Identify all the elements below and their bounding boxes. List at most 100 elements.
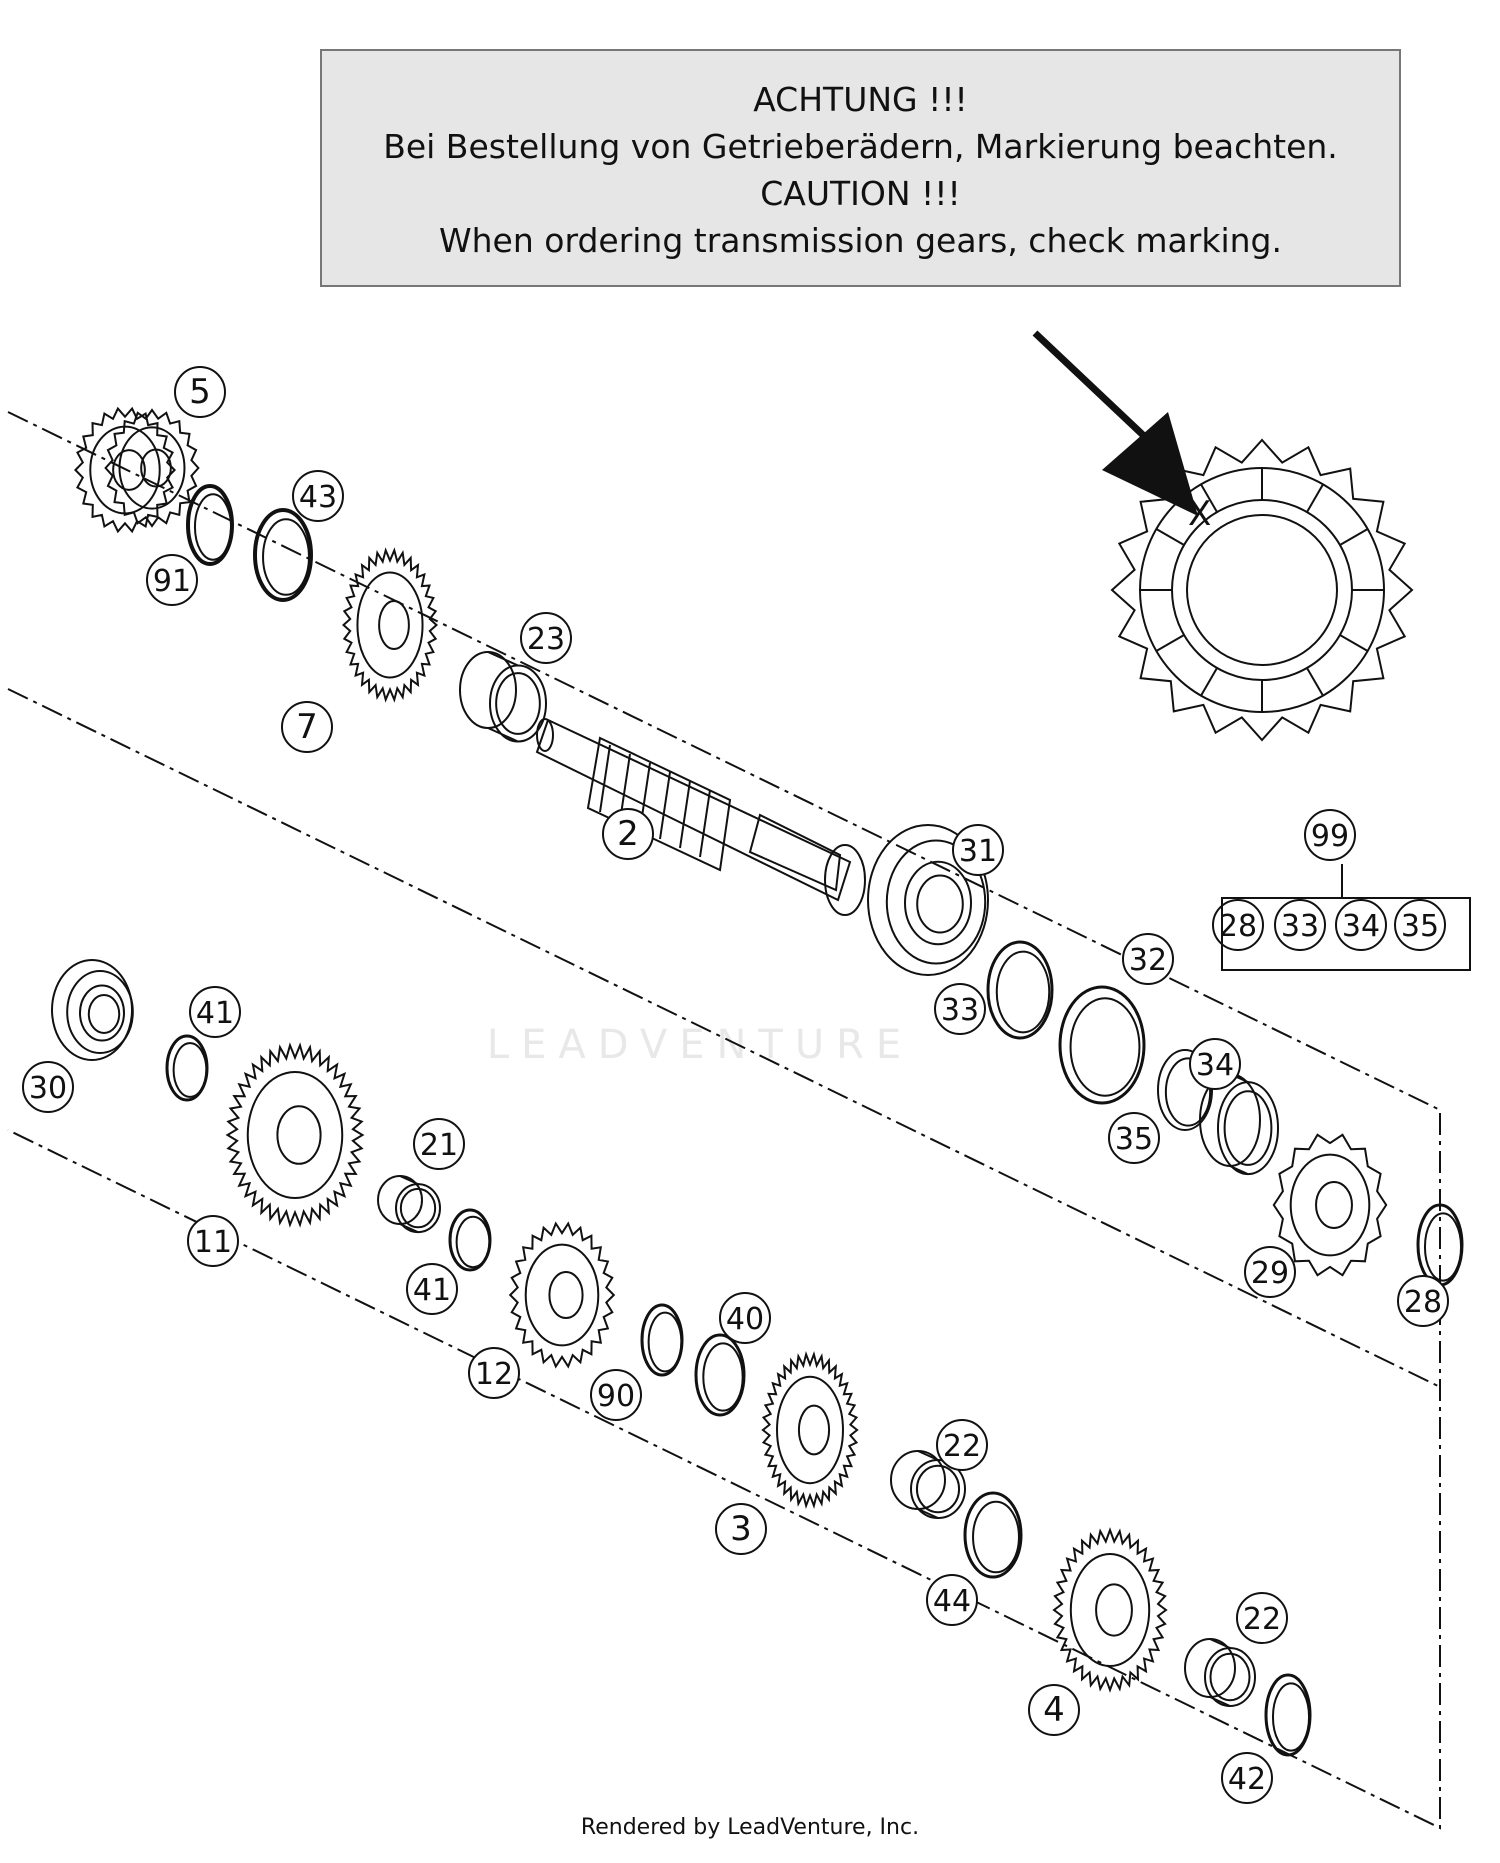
callout-number: 2 [617,814,639,854]
callout-number: 35 [1401,909,1439,944]
callout-number: 91 [153,564,191,599]
callout-31: 31 [952,824,1004,876]
bushing-21 [377,1175,441,1234]
gear-4 [1052,1527,1168,1693]
callout-number: 28 [1219,909,1257,944]
callout-3: 3 [715,1503,767,1555]
main-shaft-2 [535,718,866,916]
washer-42 [1264,1673,1312,1757]
callout-number: 34 [1342,909,1380,944]
notice-line-german: Bei Bestellung von Getrieberädern, Marki… [383,127,1338,166]
callout-number: 44 [933,1584,971,1619]
callout-21: 21 [413,1118,465,1170]
washer-40 [694,1333,746,1417]
callout-33: 33 [934,983,986,1035]
dashed-frame [7,411,1441,1830]
dashed-frame-divider [7,688,1441,1388]
callout-number: 4 [1043,1690,1065,1730]
bushing-22b [1184,1638,1256,1707]
notice-line-english: When ordering transmission gears, check … [439,221,1282,260]
callout-33: 33 [1274,899,1326,951]
gear-7 [342,547,438,703]
callout-40: 40 [719,1292,771,1344]
callout-34: 34 [1335,899,1387,951]
callout-number: 33 [1281,909,1319,944]
callout-4: 4 [1028,1684,1080,1736]
notice-line-achtung: ACHTUNG !!! [753,80,968,119]
gear-12 [508,1221,616,1369]
callout-22: 22 [1236,1592,1288,1644]
callout-43: 43 [292,470,344,522]
callout-number: 5 [189,372,211,412]
callout-number: 11 [194,1225,232,1260]
washer-43 [253,508,313,602]
callout-32: 32 [1122,933,1174,985]
callout-number: 99 [1311,819,1349,854]
callout-number: 23 [527,622,565,657]
bushing-23 [459,651,547,743]
callout-41: 41 [189,986,241,1038]
callout-91: 91 [146,554,198,606]
notice-line-caution: CAUTION !!! [760,174,961,213]
callout-number: 41 [196,996,234,1031]
callout-41: 41 [406,1263,458,1315]
callout-number: 43 [299,480,337,515]
washer-44 [963,1491,1023,1579]
callout-90: 90 [590,1369,642,1421]
bearing-31 [867,824,989,976]
callout-number: 32 [1129,943,1167,978]
marking-x-label: X [1188,494,1211,534]
callout-42: 42 [1221,1752,1273,1804]
washer-41b [448,1208,492,1272]
callout-number: 41 [413,1273,451,1308]
gear-3 [761,1350,859,1510]
pointer-arrow [1032,330,1198,516]
bearing-30 [51,959,134,1061]
callout-7: 7 [281,701,333,753]
callout-number: 35 [1115,1122,1153,1157]
callout-29: 29 [1244,1246,1296,1298]
watermark: LEADVENTURE [486,1022,914,1068]
callout-number: 21 [420,1128,458,1163]
callout-35: 35 [1394,899,1446,951]
callout-34: 34 [1189,1038,1241,1090]
callout-number: 34 [1196,1048,1234,1083]
callout-number: 28 [1404,1285,1442,1320]
washer-32 [986,940,1054,1040]
bushing-22 [890,1450,966,1519]
callout-28: 28 [1212,899,1264,951]
callout-number: 12 [475,1357,513,1392]
callout-30: 30 [22,1061,74,1113]
callout-number: 22 [943,1429,981,1464]
callout-22: 22 [936,1419,988,1471]
callout-number: 22 [1243,1602,1281,1637]
callout-35: 35 [1108,1112,1160,1164]
callout-5: 5 [174,366,226,418]
footer-credit: Rendered by LeadVenture, Inc. [580,1815,920,1840]
callout-number: 33 [941,993,979,1028]
circlip-91 [186,484,234,566]
callout-number: 90 [597,1379,635,1414]
callout-number: 42 [1228,1762,1266,1797]
callout-11: 11 [187,1215,239,1267]
callout-number: 3 [730,1509,752,1549]
circlip-35 [1157,1049,1213,1131]
callout-44: 44 [926,1574,978,1626]
callout-12: 12 [468,1347,520,1399]
callout-number: 7 [296,707,318,747]
washer-41 [165,1034,209,1102]
circlip-90 [640,1303,684,1377]
caution-notice: ACHTUNG !!! Bei Bestellung von Getrieber… [320,49,1401,287]
gear-11 [225,1042,365,1228]
sprocket-29 [1272,1133,1388,1277]
gear-5-rear [104,408,200,528]
seal-33 [1058,985,1146,1105]
marked-gear-detail [1110,438,1414,742]
callout-2: 2 [602,808,654,860]
callout-28: 28 [1397,1275,1449,1327]
callout-99: 99 [1304,809,1356,861]
callout-number: 31 [959,834,997,869]
callout-number: 29 [1251,1256,1289,1291]
callout-23: 23 [520,612,572,664]
